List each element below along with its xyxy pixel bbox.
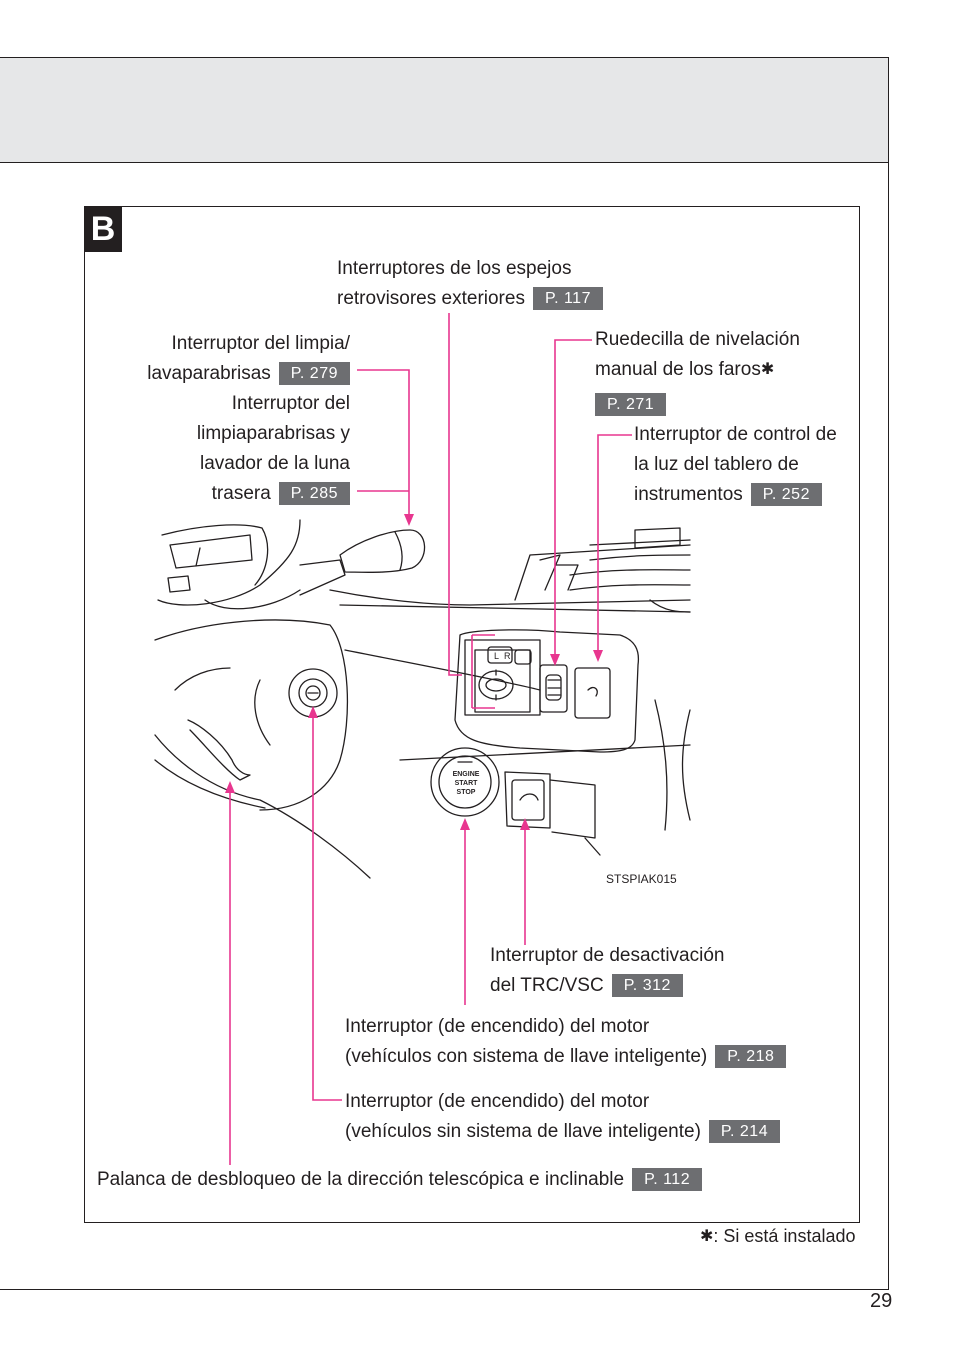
asterisk-icon: ✱ <box>760 361 775 378</box>
callout-panel-light-line2: la luz del tablero de <box>634 454 799 475</box>
callout-tilt-lever: Palanca de desbloqueo de la dirección te… <box>97 1165 703 1195</box>
callout-mirrors-line1: Interruptores de los espejos <box>337 258 572 279</box>
callout-tilt-lever-line1: Palanca de desbloqueo de la dirección te… <box>97 1169 625 1190</box>
page-ref-252[interactable]: P. 252 <box>750 483 822 506</box>
mirror-letter-r: R <box>504 651 511 661</box>
callout-trc-vsc-line1: Interruptor de desactivación <box>490 945 725 966</box>
callout-engine-smart-line1: Interruptor (de encendido) del motor <box>345 1016 650 1037</box>
callout-wiper-front-line1: Interruptor del limpia/ <box>171 333 350 354</box>
callout-trc-vsc-line2: del TRC/VSC <box>490 975 604 996</box>
footnote-asterisk-icon: ✱ <box>700 1228 714 1245</box>
start-button-stop: STOP <box>457 789 476 796</box>
callout-mirrors-line2: retrovisores exteriores <box>337 288 525 309</box>
callout-mirrors: Interruptores de los espejos retrovisore… <box>337 254 603 314</box>
callout-engine-nosmart-line2: (vehículos sin sistema de llave intelige… <box>345 1121 701 1142</box>
callout-headlight-level: Ruedecilla de nivelación manual de los f… <box>595 325 800 419</box>
page-outline <box>0 161 889 1290</box>
page-ref-285[interactable]: P. 285 <box>278 482 350 505</box>
callout-wiper-front: Interruptor del limpia/ lavaparabrisas P.… <box>110 329 350 389</box>
page-ref-279[interactable]: P. 279 <box>278 362 350 385</box>
callout-wiper-rear-line2: limpiaparabrisas y <box>196 423 350 444</box>
section-badge: B <box>84 206 122 252</box>
callout-engine-smart: Interruptor (de encendido) del motor (ve… <box>345 1012 787 1072</box>
start-button-start: START <box>455 780 479 787</box>
page-ref-312[interactable]: P. 312 <box>611 974 683 997</box>
callout-panel-light: Interruptor de control de la luz del tab… <box>634 420 837 510</box>
page-ref-271[interactable]: P. 271 <box>595 393 667 416</box>
footnote-text: : Si está instalado <box>713 1226 856 1246</box>
page-number: 29 <box>870 1290 893 1312</box>
callout-wiper-rear: Interruptor del limpiaparabrisas y lavad… <box>110 389 350 509</box>
footnote: ✱: Si está instalado <box>700 1226 856 1247</box>
page-ref-218[interactable]: P. 218 <box>715 1045 787 1068</box>
callout-headlight-level-line2: manual de los faros <box>595 359 761 380</box>
callout-wiper-rear-line3: lavador de la luna <box>200 453 350 474</box>
callout-engine-nosmart-line1: Interruptor (de encendido) del motor <box>345 1091 650 1112</box>
mirror-letter-l: L <box>494 651 499 661</box>
page-ref-214[interactable]: P. 214 <box>708 1120 781 1143</box>
callout-engine-nosmart: Interruptor (de encendido) del motor (ve… <box>345 1087 781 1147</box>
callout-panel-light-line3: instrumentos <box>634 484 743 505</box>
figure-panel <box>84 206 860 1223</box>
header-band <box>0 57 889 163</box>
callout-wiper-front-line2: lavaparabrisas <box>147 363 271 384</box>
page-ref-117[interactable]: P. 117 <box>532 287 603 310</box>
callout-wiper-rear-line1: Interruptor del <box>231 393 350 414</box>
callout-headlight-level-line1: Ruedecilla de nivelación <box>595 329 800 350</box>
callout-panel-light-line1: Interruptor de control de <box>634 424 837 445</box>
image-code: STSPIAK015 <box>606 872 677 886</box>
callout-trc-vsc: Interruptor de desactivación del TRC/VSC… <box>490 941 724 1001</box>
page-ref-112[interactable]: P. 112 <box>632 1168 703 1191</box>
callout-engine-smart-line2: (vehículos con sistema de llave intelige… <box>345 1046 708 1067</box>
start-button-engine: ENGINE <box>453 771 480 778</box>
callout-wiper-rear-line4: trasera <box>211 483 271 504</box>
